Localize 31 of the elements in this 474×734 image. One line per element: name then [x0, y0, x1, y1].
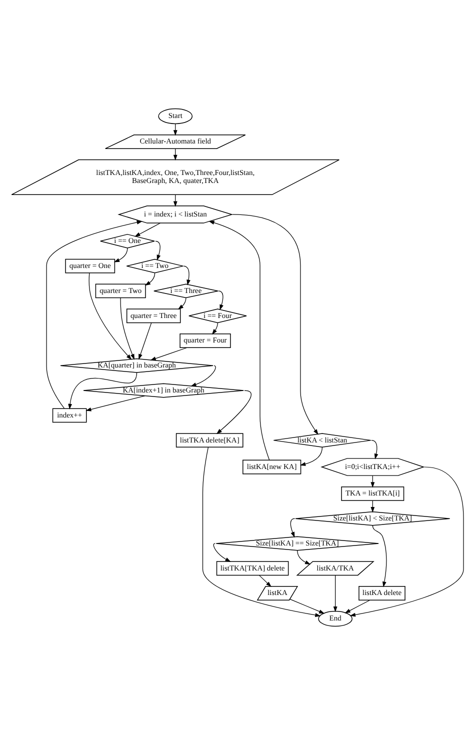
arrow	[150, 346, 187, 360]
arrow	[232, 214, 318, 434]
arrow	[299, 446, 322, 466]
arrow	[134, 222, 160, 236]
arrow	[289, 598, 324, 614]
arrow	[190, 364, 216, 386]
arrow	[85, 395, 145, 411]
arrow	[212, 542, 230, 562]
arrow	[182, 265, 190, 285]
arrow	[372, 524, 386, 587]
arrow	[154, 240, 160, 260]
arrow	[349, 466, 464, 616]
arrow	[144, 272, 155, 286]
arrow	[120, 297, 134, 360]
arrow	[296, 550, 310, 564]
arrow	[332, 574, 337, 612]
arrow	[344, 599, 370, 613]
arrow	[290, 518, 295, 538]
arrow	[258, 574, 271, 586]
arrow	[208, 220, 270, 460]
arrow	[113, 247, 128, 262]
arrow	[211, 322, 218, 334]
arrow	[177, 297, 186, 310]
arrow	[370, 440, 378, 459]
arrow	[218, 290, 223, 310]
arrow	[202, 446, 320, 616]
arrow	[216, 390, 251, 434]
arrow	[138, 322, 152, 360]
arrow	[68, 372, 137, 409]
arrow	[46, 220, 142, 408]
arrow	[88, 272, 132, 360]
